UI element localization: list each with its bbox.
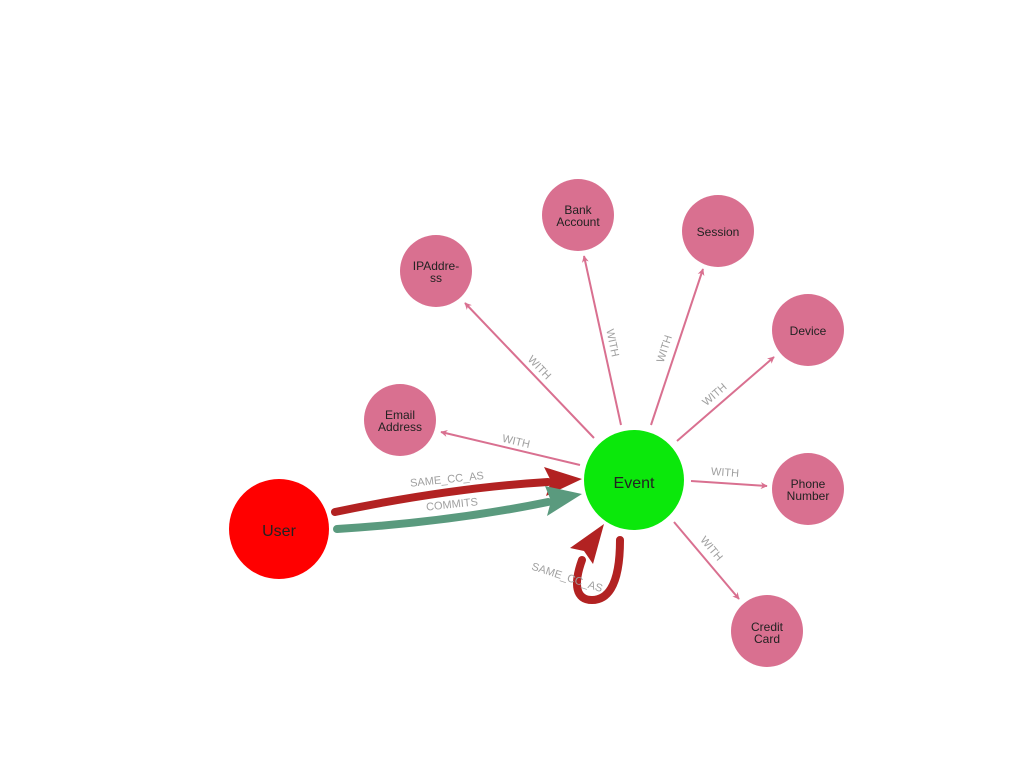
edge-line xyxy=(650,268,705,426)
edge-line xyxy=(673,521,740,600)
edge-label: COMMITS xyxy=(426,496,479,513)
node-label: Card xyxy=(754,632,780,646)
node-label: Address xyxy=(378,420,422,434)
edge-event-card[interactable]: WITH xyxy=(673,521,740,600)
edge-user-event-commits[interactable]: COMMITS xyxy=(333,486,582,533)
edge-event-session[interactable]: WITH xyxy=(650,268,705,426)
node-device[interactable]: Device xyxy=(772,294,844,366)
edge-line xyxy=(581,255,622,426)
edge-line xyxy=(440,430,581,466)
edge-label: WITH xyxy=(697,534,724,563)
node-label: Credit xyxy=(751,620,784,634)
edge-event-bank[interactable]: WITH xyxy=(581,255,622,426)
node-label: Device xyxy=(790,324,827,338)
node-ip-address[interactable]: IPAddre- ss xyxy=(400,235,472,307)
edge-label: SAME_CC_AS xyxy=(530,561,604,595)
edge-label: WITH xyxy=(700,381,729,409)
node-phone-number[interactable]: Phone Number xyxy=(772,453,844,525)
arrowhead-icon xyxy=(545,486,582,516)
edge-event-ip[interactable]: WITH xyxy=(464,302,595,439)
edge-event-phone[interactable]: WITH xyxy=(690,466,768,490)
node-label: Bank xyxy=(564,203,592,217)
edge-event-device[interactable]: WITH xyxy=(676,356,775,442)
edge-event-self-samecc[interactable]: SAME_CC_AS xyxy=(530,524,624,605)
node-email-address[interactable]: Email Address xyxy=(364,384,436,456)
edge-line xyxy=(333,498,552,533)
edge-line xyxy=(573,536,624,605)
edge-line xyxy=(464,302,595,439)
node-label: Email xyxy=(385,408,415,422)
edge-line xyxy=(690,480,768,490)
node-user[interactable]: User xyxy=(229,479,329,579)
edge-label: WITH xyxy=(711,466,740,480)
edge-line xyxy=(676,356,775,442)
edge-event-email[interactable]: WITH xyxy=(440,430,581,466)
node-credit-card[interactable]: Credit Card xyxy=(731,595,803,667)
arrowhead-icon xyxy=(570,524,604,564)
node-label: User xyxy=(262,523,296,540)
node-label: Session xyxy=(697,225,740,239)
node-label: IPAddre- xyxy=(413,259,459,273)
edge-label: WITH xyxy=(525,354,553,383)
node-event[interactable]: Event xyxy=(584,430,684,530)
node-label: Account xyxy=(556,215,600,229)
edge-line xyxy=(331,478,552,516)
node-session[interactable]: Session xyxy=(682,195,754,267)
edge-label: WITH xyxy=(603,328,621,358)
node-label: Number xyxy=(787,489,830,503)
node-label: Phone xyxy=(791,477,826,491)
node-bank-account[interactable]: Bank Account xyxy=(542,179,614,251)
node-label: Event xyxy=(614,475,655,492)
node-label: ss xyxy=(430,271,442,285)
